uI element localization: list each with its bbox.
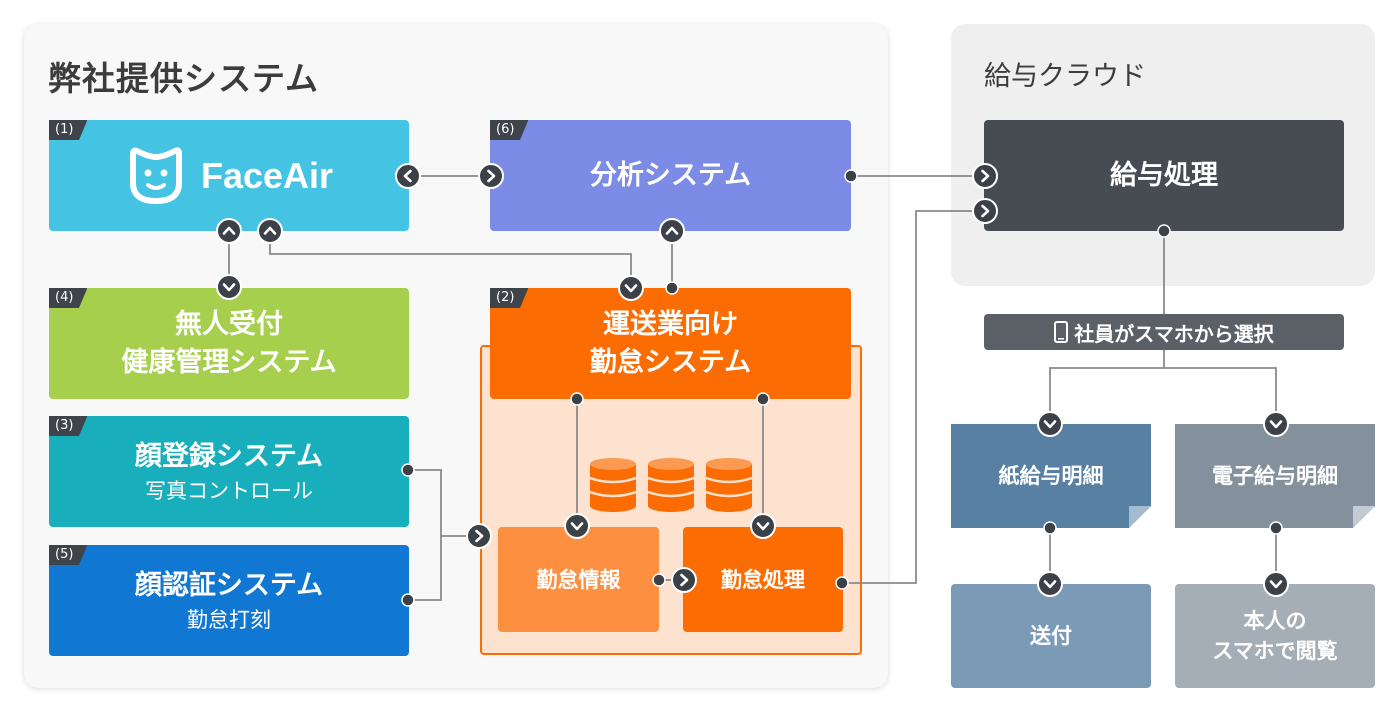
smartphone-view-box: 本人の スマホで閲覧 — [1175, 584, 1375, 688]
employee-select-bar: 社員がスマホから選択 — [984, 314, 1344, 350]
chevron-right-icon — [477, 162, 505, 190]
connector-dot — [844, 169, 858, 183]
paper-slip-box: 紙給与明細 — [951, 424, 1151, 528]
transport-attendance-box: (2) 運送業向け 勤怠システム — [490, 288, 851, 399]
database-icon — [590, 458, 637, 512]
payroll-process-box: 給与処理 — [984, 120, 1344, 231]
face-auth-sub: 勤怠打刻 — [187, 607, 271, 632]
chevron-right-icon — [670, 566, 698, 594]
face-auth-tag: (5) — [49, 545, 88, 565]
payroll-label: 給与処理 — [1110, 159, 1218, 191]
connector-dot — [1269, 521, 1283, 535]
send-label: 送付 — [1030, 624, 1072, 648]
connector-dot — [652, 573, 666, 587]
reception-line1: 無人受付 — [175, 308, 283, 340]
reception-line2: 健康管理システム — [121, 346, 337, 378]
chevron-up-icon — [256, 217, 284, 245]
chevron-up-icon — [658, 217, 686, 245]
analysis-label: 分析システム — [589, 159, 752, 191]
chevron-down-icon — [1036, 570, 1064, 598]
e-slip-label: 電子給与明細 — [1212, 464, 1338, 488]
e-slip-box: 電子給与明細 — [1175, 424, 1375, 528]
transport-line2: 勤怠システム — [589, 346, 752, 378]
smartphone-icon — [1054, 321, 1069, 343]
database-icon — [705, 458, 753, 512]
connector-dot — [401, 593, 415, 607]
attendance-info-label: 勤怠情報 — [536, 567, 621, 592]
face-register-box: (3) 顔登録システム 写真コントロール — [49, 416, 409, 527]
connector-dot — [665, 281, 679, 295]
chevron-down-icon — [563, 512, 591, 540]
chevron-right-icon — [971, 162, 999, 190]
chevron-up-icon — [215, 217, 243, 245]
employee-select-label: 社員がスマホから選択 — [1074, 321, 1274, 346]
face-register-title: 顔登録システム — [134, 440, 324, 472]
face-auth-box: (5) 顔認証システム 勤怠打刻 — [49, 545, 409, 656]
chevron-right-icon — [465, 522, 493, 550]
chevron-down-icon — [1262, 570, 1290, 598]
face-register-sub: 写真コントロール — [145, 478, 313, 503]
send-box: 送付 — [951, 584, 1151, 688]
transport-line1: 運送業向け — [603, 308, 738, 340]
connector-dot — [570, 392, 584, 406]
connector-dot — [1157, 224, 1171, 238]
chevron-down-icon — [749, 512, 777, 540]
analysis-tag: (6) — [490, 120, 529, 140]
reception-tag: (4) — [49, 288, 88, 308]
payroll-cloud-title: 給与クラウド — [984, 61, 1146, 92]
chevron-down-icon — [1262, 410, 1290, 438]
faceair-logo-icon — [129, 146, 182, 204]
chevron-down-icon — [1036, 410, 1064, 438]
paper-slip-label: 紙給与明細 — [998, 464, 1104, 488]
attendance-process-label: 勤怠処理 — [721, 567, 805, 592]
face-register-tag: (3) — [49, 416, 88, 436]
connector-dot — [756, 392, 770, 406]
connector-dot — [401, 463, 415, 477]
chevron-left-icon — [394, 162, 422, 190]
connector-dot — [1043, 521, 1057, 535]
reception-system-box: (4) 無人受付 健康管理システム — [49, 288, 409, 399]
chevron-down-icon — [215, 273, 243, 301]
chevron-right-icon — [971, 197, 999, 225]
analysis-system-box: (6) 分析システム — [490, 120, 851, 231]
faceair-tag: (1) — [49, 120, 88, 140]
connector-dot — [835, 576, 849, 590]
attendance-info-box: 勤怠情報 — [498, 527, 659, 632]
provided-systems-title: 弊社提供システム — [48, 59, 320, 98]
chevron-down-icon — [617, 274, 645, 302]
smartphone-view-line2: スマホで閲覧 — [1212, 639, 1338, 663]
transport-tag: (2) — [490, 288, 529, 308]
database-icon — [647, 458, 695, 512]
face-auth-title: 顔認証システム — [134, 569, 324, 601]
faceair-label: FaceAir — [200, 154, 334, 196]
smartphone-view-line1: 本人の — [1243, 609, 1307, 633]
database-icons — [590, 458, 753, 512]
attendance-process-box: 勤怠処理 — [683, 527, 843, 632]
faceair-box: (1) FaceAir — [49, 120, 409, 231]
